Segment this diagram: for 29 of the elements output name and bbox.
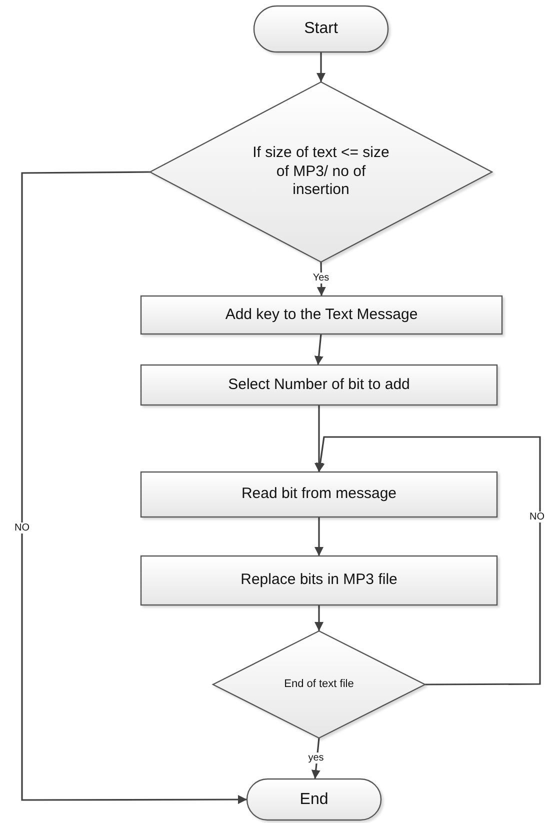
terminator-shape xyxy=(247,779,381,820)
edge-label: Yes xyxy=(312,272,330,284)
edge-label: NO xyxy=(528,512,546,522)
node-text: If size of text <= size of MP3/ no of insertion xyxy=(252,144,390,200)
arrow xyxy=(314,605,324,631)
process-box xyxy=(141,472,497,517)
node-text: Replace bits in MP3 file xyxy=(240,571,398,590)
arrow xyxy=(314,517,324,556)
edge-label: NO xyxy=(14,522,30,534)
arrow xyxy=(316,436,541,686)
node-text: Start xyxy=(304,19,338,39)
arrow xyxy=(21,171,247,804)
decision-diamond xyxy=(213,631,425,738)
arrow xyxy=(316,262,326,296)
arrow xyxy=(311,738,320,780)
arrow xyxy=(314,405,324,472)
arrow xyxy=(316,52,326,82)
node-text: Add key to the Text Message xyxy=(225,306,418,324)
node-text: Read bit from message xyxy=(241,485,397,504)
process-box xyxy=(141,556,497,605)
node-text: End of text file xyxy=(284,678,354,692)
process-box xyxy=(141,296,502,334)
node-text: Select Number of bit to add xyxy=(228,376,410,394)
process-box xyxy=(141,365,497,405)
node-text: End xyxy=(300,790,328,810)
decision-diamond xyxy=(150,82,492,262)
edge-label: yes xyxy=(307,752,325,764)
terminator-shape xyxy=(254,6,388,52)
arrow xyxy=(314,334,324,366)
